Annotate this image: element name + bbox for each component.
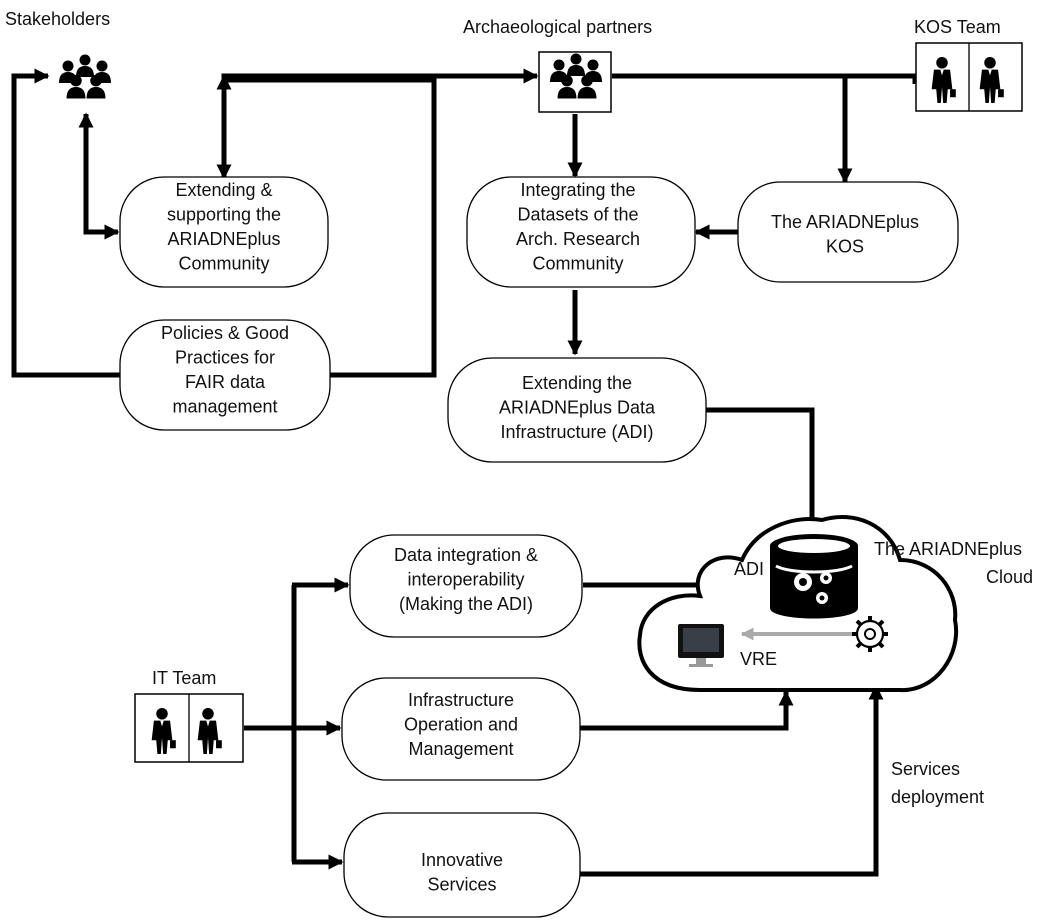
box-text-line: interoperability [407,570,524,590]
arrow-innovative-to-cloud [580,684,884,877]
box-text-line: Policies & Good [161,323,289,343]
box-text-line: The ARIADNEplus [771,212,919,232]
box-text-line: Infrastructure [408,690,514,710]
box-text-line: Management [408,739,513,759]
box-text-line: Community [178,254,269,274]
box-text-line: Community [532,254,623,274]
box-text-line: Integrating the [520,180,635,200]
arrow-policies-to-stakeholders [11,68,120,378]
cloud-title-line1: The ARIADNEplus [874,539,1022,559]
stakeholders-label: Stakeholders [5,9,110,29]
connectors [11,68,918,877]
arrow-stakeholders-to-extending [83,120,120,240]
box-text-line: Extending & [175,180,272,200]
box-text-line: Datasets of the [517,205,638,225]
arrow-extending-adi-to-db [706,407,820,542]
box-text-line: Extending the [522,373,632,393]
services-deployment-label-line1: Services [891,759,960,779]
vre-label: VRE [740,649,777,669]
box-data-integration-text: Data integration & interoperability (Makin… [394,545,538,614]
adi-label: ADI [734,559,764,579]
services-deployment-label-line2: deployment [891,787,984,807]
arrow-infrastructure-to-cloud [580,690,794,731]
it-team-label: IT Team [152,668,216,688]
box-text-line: Innovative [421,850,503,870]
archaeological-partners-label: Archaeological partners [463,17,652,37]
database-icon [770,534,858,619]
line-policies-to-bus [330,78,437,378]
ariadneplus-cloud: ADI VRE [637,514,959,693]
box-text-line: ARIADNEplus [167,229,280,249]
stakeholders-icon [59,54,111,99]
box-data-integration: Data integration & interoperability (Makin… [349,534,583,638]
box-text-line: Operation and [404,715,518,735]
box-text-line: (Making the ADI) [399,594,533,614]
line-kos-team-to-partners [612,73,918,84]
kos-team-label: KOS Team [914,17,1001,37]
box-text-line: KOS [826,237,864,257]
box-text-line: Data integration & [394,545,538,565]
box-text-line: Services [427,875,496,895]
arrow-bus-to-partners [221,68,539,84]
box-text-line: supporting the [167,205,281,225]
gear-icon [852,616,888,652]
box-text-line: FAIR data [185,372,266,392]
box-text-line: management [172,397,277,417]
kos-team-icon [915,42,1023,112]
box-text-line: Arch. Research [516,229,640,249]
it-team-icon [134,693,244,763]
box-text-line: ARIADNEplus Data [499,398,656,418]
monitor-icon [678,624,724,667]
box-text-line: Practices for [175,348,275,368]
box-text-line: Infrastructure (ADI) [500,422,653,442]
archaeological-partners-icon [538,51,612,113]
cloud-title-line2: Cloud [986,567,1033,587]
